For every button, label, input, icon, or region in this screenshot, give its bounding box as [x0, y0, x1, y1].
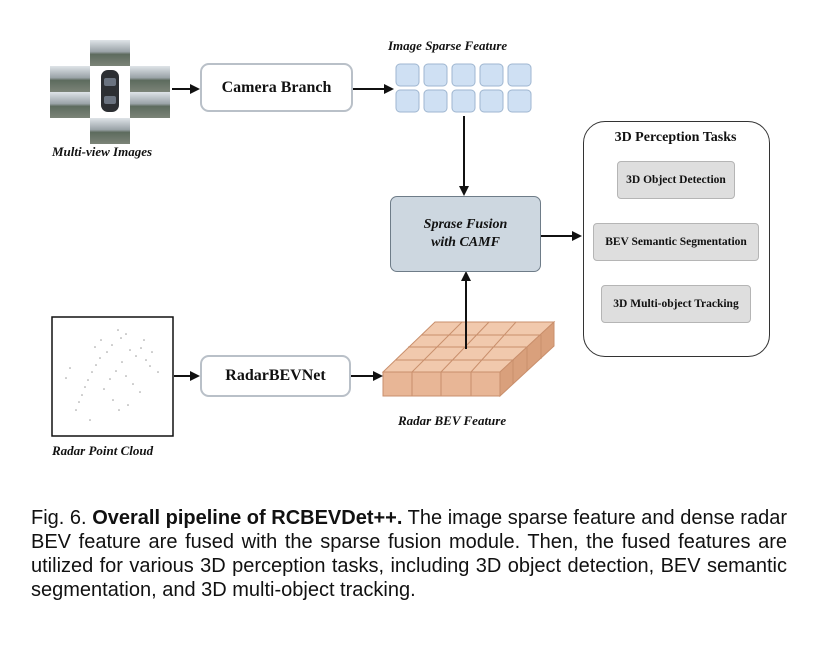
multi-view-images — [50, 40, 170, 144]
camera-thumbnail-icon — [90, 118, 130, 144]
camera-thumbnail-icon — [130, 66, 170, 92]
camera-thumbnail-icon — [90, 40, 130, 66]
radar-bev-feature-label: Radar BEV Feature — [398, 413, 507, 428]
diagram-canvas — [50, 40, 582, 437]
camera-thumbnail-icon — [50, 66, 90, 92]
perception-tasks-title: 3D Perception Tasks — [614, 130, 737, 145]
radar-bev-feature — [381, 320, 556, 398]
image-sparse-feature — [395, 63, 532, 113]
camera-branch-box: Camera Branch — [200, 63, 353, 112]
fusion-line-1: Sprase Fusion — [423, 217, 508, 232]
camera-thumbnail-icon — [130, 92, 170, 118]
task-multi-object-tracking: 3D Multi-object Tracking — [601, 285, 751, 323]
sparse-fusion-box: Sprase Fusion with CAMF — [390, 196, 541, 272]
pipeline-diagram: Multi-view Images Image Sparse Feature R… — [50, 38, 770, 458]
image-sparse-feature-label: Image Sparse Feature — [388, 38, 508, 53]
task-object-detection: 3D Object Detection — [617, 161, 735, 199]
multi-view-images-label: Multi-view Images — [52, 144, 153, 159]
fusion-line-2: with CAMF — [431, 235, 500, 250]
figure-caption: Fig. 6. Overall pipeline of RCBEVDet++. … — [31, 506, 787, 602]
task-bev-segmentation: BEV Semantic Segmentation — [593, 223, 759, 261]
radar-point-cloud-label: Radar Point Cloud — [52, 443, 154, 458]
radarbevnet-box: RadarBEVNet — [200, 355, 351, 397]
camera-thumbnail-icon — [50, 92, 90, 118]
point-cloud-icon — [51, 316, 174, 437]
ego-car-icon — [101, 70, 119, 112]
caption-bold: Overall pipeline of RCBEVDet++. — [92, 507, 403, 529]
caption-prefix: Fig. 6. — [31, 507, 87, 529]
caption-text: The image sparse feature and dense radar… — [31, 507, 787, 601]
